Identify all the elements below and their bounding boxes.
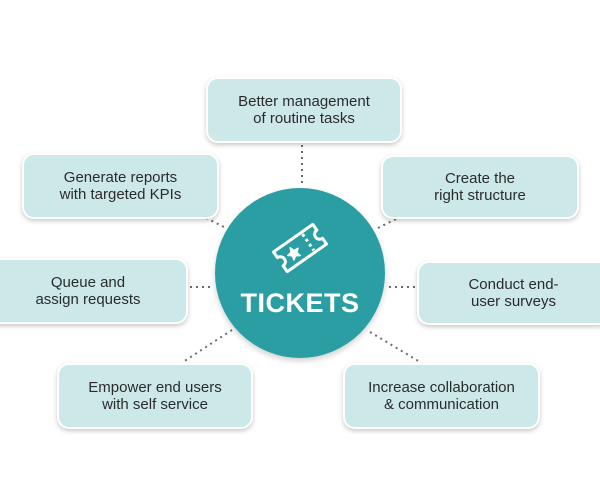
tickets-hub: TICKETS [215,188,385,358]
node-label: Queue and assign requests [35,274,141,308]
connector-empower-end-users [182,329,233,363]
node-queue-assign: Queue and assign requests [0,258,188,324]
ticket-icon [271,222,329,274]
node-label: Conduct end- user surveys [468,276,559,310]
node-better-management: Better management of routine tasks [206,77,402,143]
connector-generate-reports [205,217,227,229]
node-empower-end-users: Empower end users with self service [57,363,253,429]
connector-create-structure [377,217,399,229]
node-label: Increase collaboration & communication [368,379,515,413]
hub-title: TICKETS [240,288,360,318]
node-label: Empower end users with self service [88,379,222,413]
node-label: Generate reports with targeted KPIs [59,169,182,203]
node-generate-reports: Generate reports with targeted KPIs [22,153,219,219]
node-label: Create the right structure [434,170,526,204]
connector-increase-collaboration [369,331,421,363]
node-label: Better management of routine tasks [238,93,370,127]
node-conduct-surveys: Conduct end- user surveys [417,261,600,325]
node-increase-collaboration: Increase collaboration & communication [343,363,540,429]
node-create-structure: Create the right structure [381,155,579,219]
